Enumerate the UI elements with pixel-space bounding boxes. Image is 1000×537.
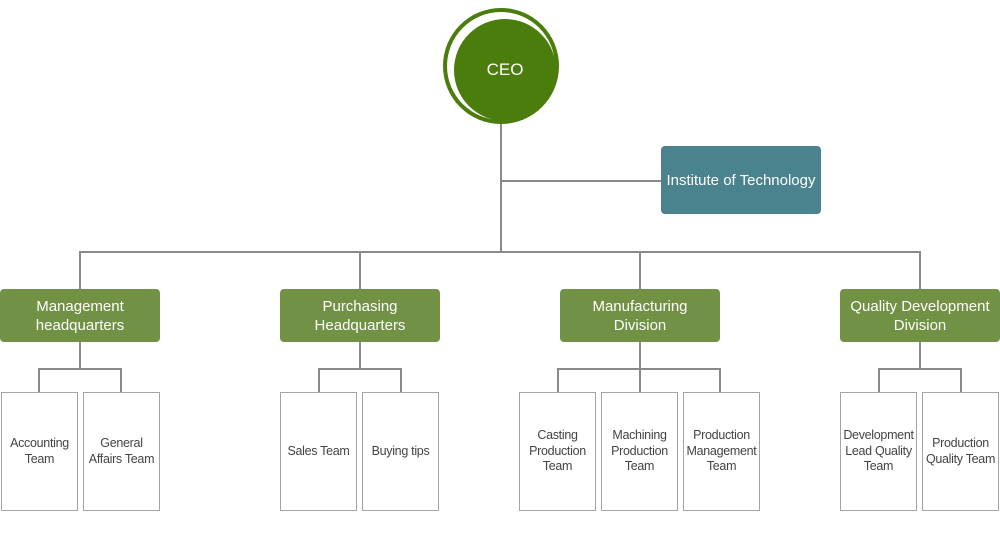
connector-management-stem bbox=[79, 342, 81, 369]
connector-drop-purchasing bbox=[359, 251, 361, 289]
connector-manufacturing-team-drop bbox=[557, 368, 559, 392]
connector-management-team-drop bbox=[38, 368, 40, 392]
connector-quality-team-drop bbox=[960, 368, 962, 392]
connector-management-team-drop bbox=[120, 368, 122, 392]
connector-purchasing-team-drop bbox=[400, 368, 402, 392]
team-development-lead-quality: Development Lead Quality Team bbox=[840, 392, 917, 511]
connector-division-bus bbox=[79, 251, 921, 253]
division-purchasing: Purchasing Headquarters bbox=[280, 289, 440, 342]
connector-management-bar bbox=[38, 368, 122, 370]
connector-quality-stem bbox=[919, 342, 921, 369]
ceo-node: CEO bbox=[443, 8, 559, 124]
team-production-quality: Production Quality Team bbox=[922, 392, 999, 511]
connector-quality-team-drop bbox=[878, 368, 880, 392]
connector-institute bbox=[500, 180, 661, 182]
connector-manufacturing-team-drop bbox=[639, 368, 641, 392]
connector-manufacturing-stem bbox=[639, 342, 641, 369]
division-manufacturing: Manufacturing Division bbox=[560, 289, 720, 342]
institute-of-technology-node: Institute of Technology bbox=[661, 146, 821, 214]
division-quality-development: Quality Development Division bbox=[840, 289, 1000, 342]
connector-quality-bar bbox=[878, 368, 962, 370]
connector-drop-manufacturing bbox=[639, 251, 641, 289]
team-accounting: Accounting Team bbox=[1, 392, 78, 511]
team-sales: Sales Team bbox=[280, 392, 357, 511]
connector-manufacturing-team-drop bbox=[719, 368, 721, 392]
connector-purchasing-stem bbox=[359, 342, 361, 369]
ceo-label: CEO bbox=[454, 19, 556, 121]
ceo-ring: CEO bbox=[447, 12, 556, 121]
connector-drop-quality bbox=[919, 251, 921, 289]
team-machining-production: Machining Production Team bbox=[601, 392, 678, 511]
division-management: Management headquarters bbox=[0, 289, 160, 342]
team-casting-production: Casting Production Team bbox=[519, 392, 596, 511]
team-production-management: Production Management Team bbox=[683, 392, 760, 511]
team-buying-tips: Buying tips bbox=[362, 392, 439, 511]
connector-purchasing-team-drop bbox=[318, 368, 320, 392]
connector-drop-management bbox=[79, 251, 81, 289]
team-general-affairs: General Affairs Team bbox=[83, 392, 160, 511]
connector-ceo-trunk bbox=[500, 124, 502, 252]
connector-purchasing-bar bbox=[318, 368, 402, 370]
